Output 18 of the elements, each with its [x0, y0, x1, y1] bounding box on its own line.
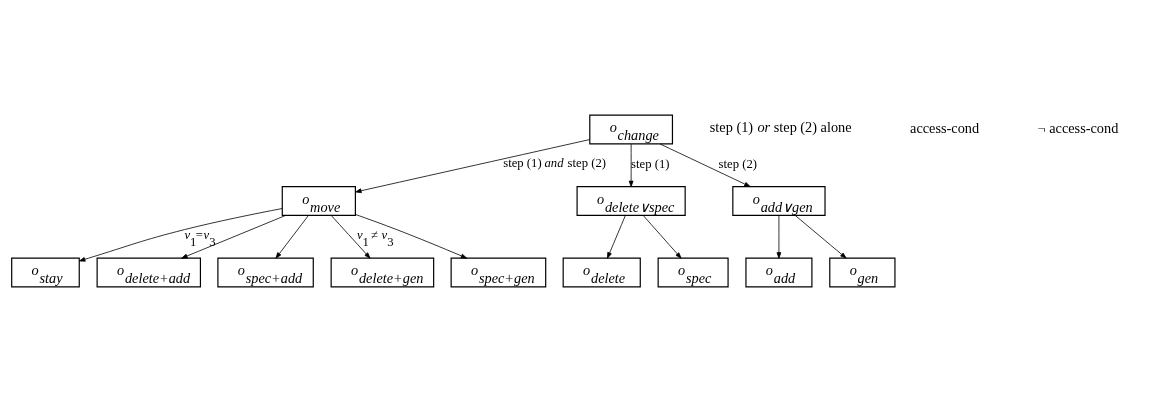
arrow: [642, 215, 682, 259]
label: ¬ access-cond: [1037, 119, 1119, 136]
arrow: [659, 143, 751, 187]
label: step (1) or step (2) alone: [709, 119, 852, 136]
arrow: [776, 215, 782, 259]
arrow: [794, 215, 847, 259]
arrow: [181, 214, 287, 259]
arrow: [331, 215, 371, 259]
edge-label: step (2): [718, 157, 757, 172]
arrow: [275, 215, 309, 259]
arrow: [355, 139, 591, 194]
arrow: [79, 208, 283, 262]
edge-label: step (1): [631, 157, 670, 172]
label: access-cond: [910, 119, 980, 136]
edge-label: step (1) and step (2): [503, 156, 607, 171]
arrow: [355, 214, 468, 259]
arrow: [607, 215, 626, 259]
arrow: [628, 143, 634, 188]
